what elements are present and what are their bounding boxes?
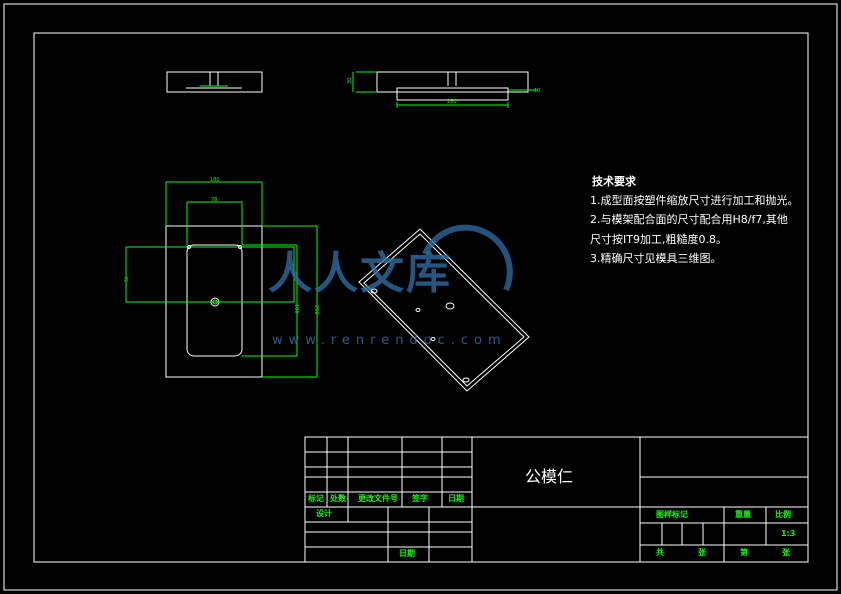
part-name: 公模仁 [525,467,574,486]
plan-view [125,181,318,378]
tb-signature-col: 签字 [412,494,428,503]
tb-change-doc-col: 更改文件号 [358,494,398,503]
dim-side-width: 250 [447,99,457,105]
technical-note-2: 2.与模架配合面的尺寸配合用H8/f7,其他 [590,213,788,226]
tb-sheet-no-label: 第 [740,548,748,557]
tb-total-label: 共 [656,548,664,557]
watermark-url: www.renrendoc.com [272,333,507,348]
technical-note-2-cont: 尺寸按IT9加工,粗糙度0.8。 [590,233,727,246]
technical-notes-title: 技术要求 [592,175,636,188]
watermark-logo [422,224,513,292]
tb-scale-label: 比例 [775,510,791,519]
tb-drawing-mark-label: 图样标记 [656,510,688,519]
dim-plan-height-outer: 250 [313,305,319,315]
title-block [304,436,809,563]
rotated-view [358,228,530,392]
dim-side-step: 10 [534,88,540,94]
front-view [166,71,263,93]
technical-note-3: 3.精确尺寸见模具三维图。 [590,252,722,265]
tb-design-label: 设计 [316,509,332,518]
tb-date-col: 日期 [448,494,464,503]
technical-note-1: 1.成型面按塑件缩放尺寸进行加工和抛光。 [590,194,799,207]
watermark-text: 人人文库 [268,248,452,299]
dim-plan-width-outer: 180 [210,177,220,183]
dim-plan-left-offset: 75 [122,276,128,282]
tb-sheet-label: 张 [782,548,790,557]
dim-side-thickness: 30 [347,78,353,84]
tb-weight-label: 重量 [735,510,751,519]
tb-date-label: 日期 [399,549,415,558]
dim-plan-height-inner: 180 [293,304,299,314]
side-view [352,71,538,108]
dim-plan-width-inner: 78 [211,197,217,203]
tb-scale-value: 1:3 [781,529,796,538]
tb-mark-col: 标记 [308,494,324,503]
tb-count-col: 处数 [330,494,346,503]
tb-sheets-label: 张 [698,548,706,557]
sheet-outer-border [3,3,838,591]
